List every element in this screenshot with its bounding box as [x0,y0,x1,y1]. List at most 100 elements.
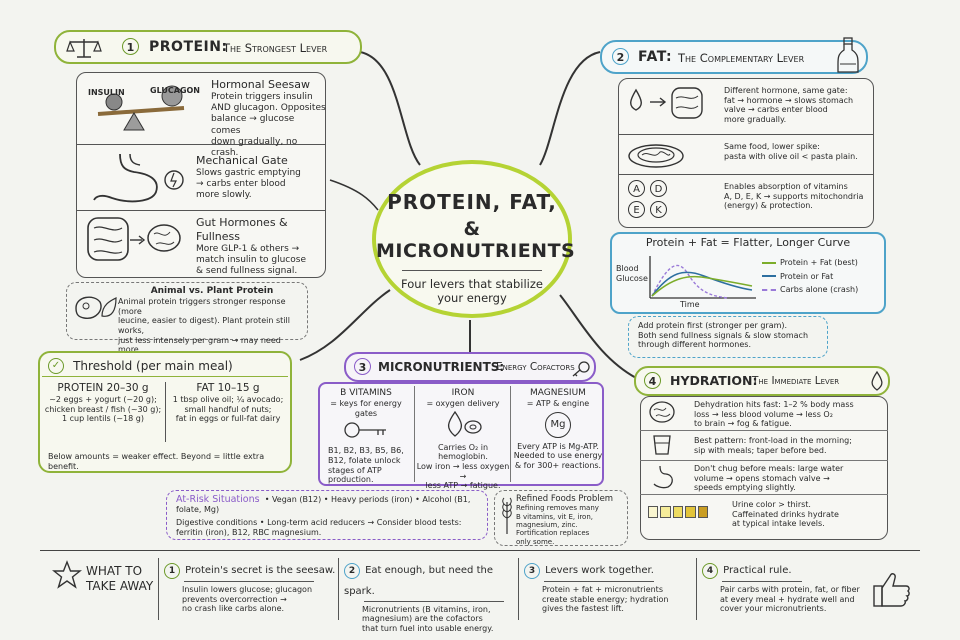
refined-foods-text: Refined Foods Problem Refining removes m… [516,494,626,546]
protein-subtitle: The Strongest Lever [223,41,328,55]
urine-swatch-3 [672,506,684,518]
takeaway-1-line-2: prevents overcorrection → [182,594,287,604]
takeaway-3-line-3: gives the fastest lift. [542,604,624,614]
brain-icon [649,401,675,423]
takeaway-2-underline [364,600,504,602]
seesaw-left-label: INSULIN [88,88,125,97]
curve-ylabel: Blood Glucose [616,264,648,283]
at-risk-box [166,490,488,540]
takeaway-1-line-1: Insulin lowers glucose; glucagon [182,585,313,594]
micro-mg-line-2: Needed to use energy [513,451,603,461]
hydration-item-3-line-1: Don't chug before meals: large water [694,464,844,473]
takeaway-label-line-2: TAKE AWAY [86,579,154,593]
takeaway-divider-3 [696,558,697,620]
stomach-icon [93,153,184,203]
micro-iron-head: IRON [451,388,475,398]
center-title-line1: PROTEIN, FAT, [387,190,557,214]
seesaw-right-label: GLUCAGON [150,86,200,95]
hydration-item-2-line-2: sip with meals; taper before bed. [694,445,827,455]
urine-swatch-4 [685,506,696,518]
animal-plant-line-3: just less intensely per gram → may need … [118,335,281,355]
urine-swatch-2 [660,506,671,518]
micro-mg-head: MAGNESIUM [530,388,586,398]
takeaway-2-line-2: magnesium) are the cofactors [362,614,483,624]
threshold-fat-head: FAT 10–15 g [196,382,260,394]
legend-item-1: Protein + Fat (best) [762,258,886,268]
legend-swatch-1 [762,261,776,264]
threshold-title: Threshold (per main meal) [73,358,233,373]
micro-subtitle: Energy Cofactors [496,361,575,373]
curve-note-box [628,316,828,358]
curve-carbs-alone [651,264,729,299]
takeaway-3-line-1: Protein + fat + micronutrients [542,585,663,594]
vitamin-k-icon: K [650,201,667,218]
protein-item-2-title: Mechanical Gate [196,154,288,167]
threshold-divider [42,376,288,377]
animal-plant-text: Animal vs. Plant Protein Animal protein … [118,286,306,355]
threshold-fat-line-1: 1 tbsp olive oil; ¼ avocado; [172,395,284,405]
legend-swatch-3 [762,288,776,291]
takeaway-item-3: 3 Levers work together. Protein + fat + … [524,558,694,614]
takeaway-3-line-2: create stable energy; hydration [542,594,669,604]
key-icon [572,361,590,377]
urine-color-scale [648,506,709,518]
mg-gear-icon: Mg [545,411,571,438]
water-drop-icon [871,370,883,391]
protein-item-2-line-1: Slows gastric emptying [196,167,301,178]
urine-swatch-5 [697,506,709,518]
protein-divider-1 [76,144,326,145]
center-node: PROTEIN, FAT, & MICRONUTRIENTS Four leve… [372,160,575,318]
curve-ylabel-line-2: Glucose [616,273,648,283]
hydration-item-1: Dehydration hits fast: 1–2 % body mass l… [694,400,886,429]
takeaway-item-1: 1 Protein's secret is the seesaw. Insuli… [164,558,336,614]
micro-title: MICRONUTRIENTS: [378,360,505,374]
legend-swatch-2 [762,275,776,278]
gut-brain-icon [87,217,181,261]
at-risk-text: At-Risk Situations • Vegan (B12) • Heavy… [176,494,486,537]
hydration-item-3-line-2: volume → opens stomach valve → [694,473,830,483]
fat-item-1-line-3: valve → carbs enter blood [724,105,828,115]
hydration-subtitle: The Immediate Lever [752,375,840,387]
animal-plant-line-1: Animal protein triggers stronger respons… [118,297,286,316]
steak-leaf-icon [75,296,117,319]
legend-label-2: Protein or Fat [780,271,834,281]
curve-note-line-1: Add protein first (stronger per gram). [638,321,788,330]
fat-item-1: Different hormone, same gate: fat → horm… [724,86,874,124]
takeaway-4-title: Practical rule. [723,565,792,576]
star-icon [52,560,82,589]
curve-xlabel: Time [680,300,700,309]
fat-subtitle: The Complementary Lever [678,51,805,65]
micro-b-sub: = keys for energy gates [330,399,402,418]
threshold-protein-line-3: 1 cup lentils (~18 g) [62,414,144,424]
refined-line-2: B vitamins, vit E, iron, [516,512,593,521]
takeaway-item-2: 2 Eat enough, but need the spark. Micron… [344,558,516,633]
hydration-header: 4 HYDRATION: The Immediate Lever [634,366,890,396]
pasta-icon [628,144,684,168]
protein-item-1-title: Hormonal Seesaw [211,78,311,91]
micro-mg-line-1: Every ATP is Mg-ATP. [517,441,599,451]
hydration-divider-2 [640,460,888,461]
protein-item-3-line-2: match insulin to glucose [196,254,306,265]
protein-item-3-line-3: & send fullness signal. [196,266,298,276]
hydration-divider-3 [640,494,888,495]
protein-title: PROTEIN: [149,39,228,55]
takeaway-divider-1 [338,558,339,620]
takeaway-2-number: 2 [344,563,360,579]
threshold-footer: Below amounts = weaker effect. Beyond = … [48,452,265,471]
hydration-item-2: Best pattern: front-load in the morning;… [694,436,886,455]
micro-col-iron: IRON = oxygen delivery Carries O₂ in hem… [416,388,510,491]
hydration-number: 4 [644,372,661,389]
threshold-protein: PROTEIN 20–30 g ~2 eggs + yogurt (~20 g)… [44,382,162,424]
takeaway-2-line-3: that turn fuel into usable energy. [362,623,494,633]
threshold-fat-line-3: fat in eggs or full-fat dairy [175,414,281,424]
vitamin-e-icon: E [628,201,645,218]
threshold-col-divider [165,382,166,442]
hydration-item-2-line-1: Best pattern: front-load in the morning; [694,436,852,445]
glass-icon [653,435,671,455]
at-risk-title: At-Risk Situations [176,494,260,505]
takeaway-1-line-3: no crash like carbs alone. [182,604,285,614]
curve-protein-fat [651,275,753,297]
takeaway-4-line-1: Pair carbs with protein, fat, or fiber [720,585,860,594]
hydration-item-4: Urine color > thirst. Caffeinated drinks… [732,500,882,529]
protein-item-2-line-3: more slowly. [196,190,252,201]
